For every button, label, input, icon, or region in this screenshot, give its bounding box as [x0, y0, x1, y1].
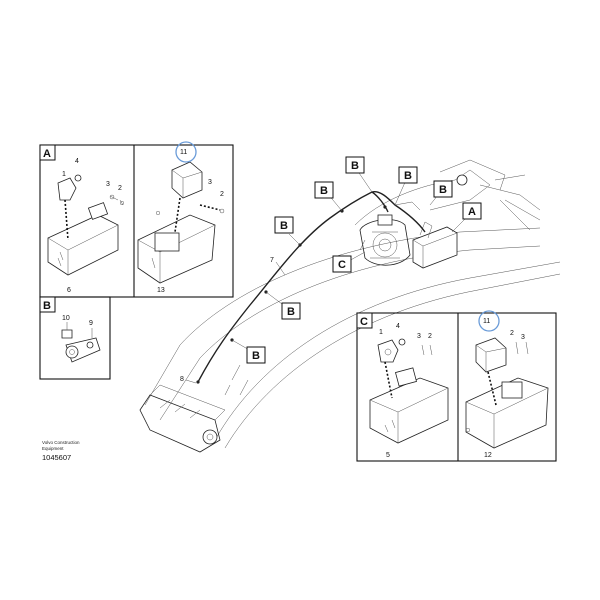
detail-c-panel: C 1 4 3 2 5 11 2 3 12	[356, 310, 557, 462]
callout-a-3b: 3	[208, 179, 212, 186]
callout-b-9: 9	[89, 320, 93, 327]
tag-b-4: B	[314, 181, 334, 199]
callout-b-10: 10	[62, 315, 70, 322]
callout-c-4: 4	[396, 323, 400, 330]
callout-c-11: 11	[483, 318, 490, 325]
detail-b-label: B	[43, 300, 51, 312]
tag-b-7: B	[433, 180, 453, 198]
boom-assembly	[139, 159, 561, 453]
tag-a-main: A	[462, 202, 482, 220]
svg-text:B: B	[320, 185, 328, 197]
callout-c-12: 12	[484, 452, 492, 459]
svg-text:B: B	[439, 184, 447, 196]
detail-a-label: A	[43, 148, 51, 160]
tag-b-3: B	[274, 216, 294, 234]
tag-b-2: B	[281, 302, 301, 320]
svg-text:B: B	[252, 350, 260, 362]
svg-text:A: A	[468, 206, 476, 218]
highlight-circle-11-a	[175, 141, 197, 163]
detail-c-label: C	[360, 316, 368, 328]
detail-b-panel: B 10 9	[39, 296, 111, 380]
callout-8: 8	[180, 376, 184, 383]
svg-text:B: B	[280, 220, 288, 232]
callout-7: 7	[270, 257, 274, 264]
brand-line-2: Equipment	[42, 446, 64, 451]
callout-c-2: 2	[428, 333, 432, 340]
svg-text:B: B	[404, 170, 412, 182]
highlight-circle-11-c	[478, 310, 500, 332]
detail-a-panel: A 1 4 3 2 6 11 3 2 13	[39, 141, 234, 298]
svg-text:B: B	[351, 160, 359, 172]
figure-number: 1045607	[42, 453, 71, 462]
callout-a-3: 3	[106, 181, 110, 188]
callout-a-11: 11	[180, 149, 187, 156]
callout-c-3: 3	[417, 333, 421, 340]
callout-a-2: 2	[118, 185, 122, 192]
tag-b-1: B	[246, 346, 266, 364]
callout-c-2b: 2	[510, 330, 514, 337]
brand-line-1: Volvo Construction	[42, 440, 80, 445]
cable-harness	[185, 169, 471, 384]
tag-b-5: B	[345, 156, 365, 174]
tag-c-main: C	[332, 255, 352, 273]
callout-a-13: 13	[157, 287, 165, 294]
callout-a-1: 1	[62, 171, 66, 178]
callout-a-4: 4	[75, 158, 79, 165]
callout-a-6: 6	[67, 287, 71, 294]
callout-a-2b: 2	[220, 191, 224, 198]
callout-c-3b: 3	[521, 334, 525, 341]
tag-b-6: B	[398, 166, 418, 184]
svg-text:B: B	[287, 306, 295, 318]
callout-c-1: 1	[379, 329, 383, 336]
callout-c-5: 5	[386, 452, 390, 459]
svg-text:C: C	[338, 259, 346, 271]
